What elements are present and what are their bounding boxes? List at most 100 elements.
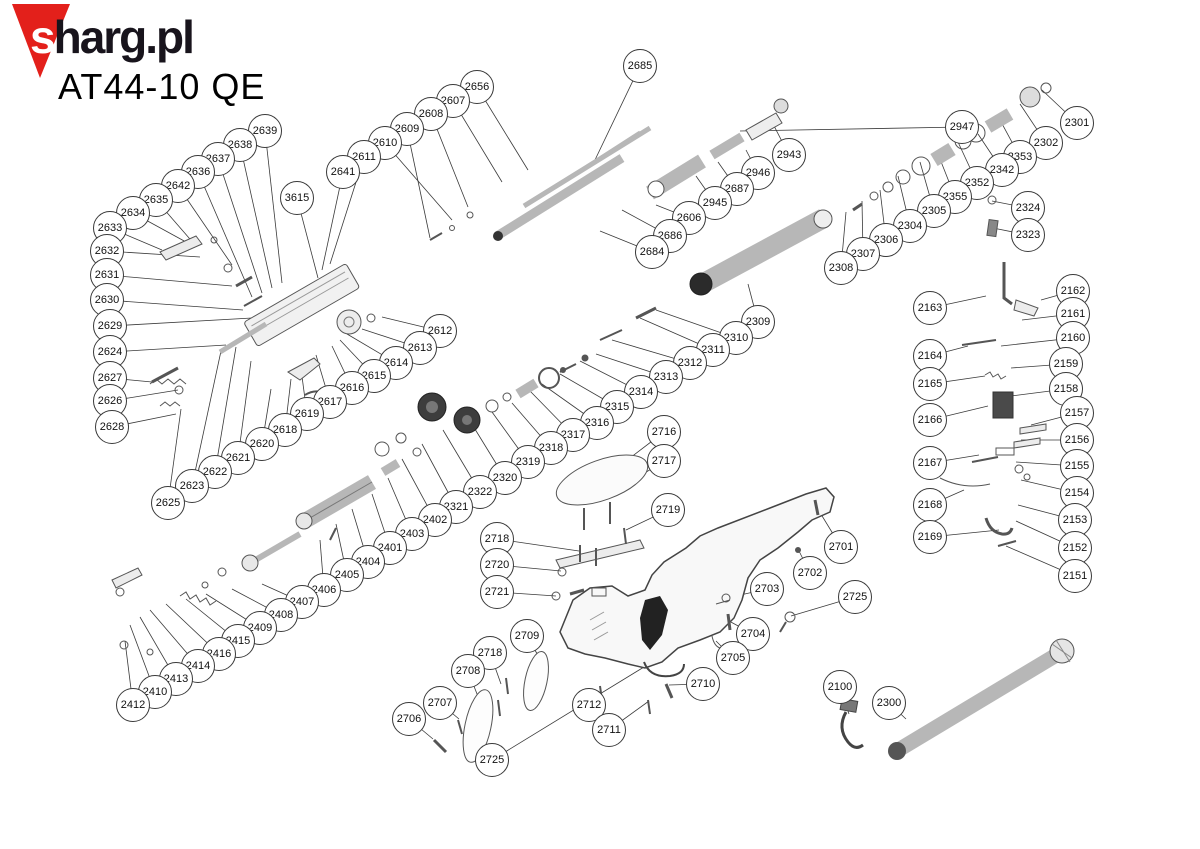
leader-line-2631: [106, 274, 233, 287]
leader-line-2706: [408, 718, 434, 740]
leader-line-2306: [879, 189, 887, 241]
leader-line-2302: [1019, 103, 1047, 144]
leader-line-2413: [139, 616, 177, 680]
leader-line-2165: [929, 375, 986, 385]
leader-line-2711: [608, 700, 650, 731]
leader-line-2622: [214, 346, 237, 473]
leader-line-2637: [217, 158, 263, 294]
leader-line-2946: [745, 149, 759, 174]
leader-line-2402: [401, 458, 436, 521]
leader-line-2305: [919, 161, 935, 212]
leader-line-2705: [715, 640, 734, 659]
brand-rest: harg.pl: [53, 11, 195, 63]
barrel-assembly-art: [429, 125, 652, 241]
leader-line-2414: [149, 609, 199, 667]
leader-line-2158: [1010, 388, 1067, 397]
leader-line-2319: [491, 411, 529, 463]
leader-line-2656: [476, 86, 529, 171]
brand-text: sharg.pl: [30, 2, 195, 72]
leader-line-2408: [231, 588, 282, 616]
leader-line-2618: [284, 378, 292, 431]
leader-line-2321: [421, 443, 457, 508]
leader-line-2718: [496, 538, 580, 552]
leader-line-2623: [191, 350, 222, 487]
leader-line-2157: [1030, 412, 1078, 426]
leader-line-2311: [639, 317, 714, 351]
leader-line-2155: [1015, 461, 1078, 467]
leader-line-2307: [861, 200, 864, 255]
leader-line-2301: [1041, 89, 1078, 124]
leader-line-2725: [491, 666, 645, 761]
leader-line-2315: [559, 373, 618, 408]
leader-line-2410: [129, 624, 156, 693]
leader-line-2318: [511, 402, 552, 449]
leader-line-2609: [406, 128, 431, 239]
leader-line-2162: [1040, 290, 1074, 301]
leader-line-2409: [205, 593, 261, 629]
leader-line-2308: [840, 211, 847, 269]
brand-letter-s: s: [30, 11, 56, 63]
leader-line-2630: [106, 299, 244, 311]
bolt-internals-art: [149, 306, 657, 407]
leader-line-2626: [109, 389, 179, 402]
leader-line-2403: [387, 477, 413, 535]
leader-line-2324: [991, 200, 1029, 209]
leader-line-2610: [384, 142, 453, 221]
leader-line-2633: [109, 227, 163, 251]
leader-line-2616: [331, 345, 353, 389]
leader-line-2406: [319, 539, 325, 591]
leader-line-2718: [489, 652, 502, 685]
leader-line-2608: [430, 113, 469, 208]
leader-line-2624: [109, 344, 227, 353]
spare-barrel-art: [888, 638, 1075, 760]
leader-line-2300: [888, 702, 907, 720]
model-title: AT44-10 QE: [58, 66, 266, 107]
leader-line-2721: [496, 591, 557, 597]
leader-line-2313: [595, 353, 667, 378]
leader-line-2712: [588, 690, 602, 706]
oring-cluster-art: [417, 367, 566, 434]
leader-line-2945: [695, 175, 716, 204]
leader-line-2642: [177, 185, 233, 266]
leader-line-2620: [261, 388, 272, 445]
trigger-group-art: [939, 262, 1047, 547]
stock-hardware-art: [551, 499, 820, 715]
leader-line-2686: [621, 209, 671, 237]
leader-line-2636: [197, 171, 253, 298]
leader-line-2317: [529, 390, 574, 436]
leader-line-2684: [599, 230, 653, 253]
leader-line-2151: [1005, 545, 1076, 577]
leader-line-2639: [264, 130, 283, 284]
leader-line-2316: [541, 383, 598, 424]
leader-line-2322: [442, 429, 481, 493]
leader-line-2707: [439, 702, 460, 720]
leader-line-2159: [1010, 363, 1067, 369]
leader-line-2312: [611, 339, 691, 364]
leader-line-2704: [728, 620, 754, 635]
leader-line-2407: [261, 583, 303, 603]
leader-line-2629: [109, 317, 253, 327]
leader-line-2164: [929, 345, 969, 357]
leader-line-2167: [929, 454, 980, 464]
leader-line-2168: [929, 489, 965, 506]
leader-line-2628: [111, 413, 177, 428]
leader-line-2153: [1017, 504, 1076, 521]
leader-line-2634: [132, 212, 187, 243]
leader-line-2612: [381, 316, 441, 332]
leader-line-2152: [1015, 520, 1076, 549]
leader-line-2627: [109, 377, 153, 383]
leader-line-2401: [371, 493, 391, 549]
leader-line-2613: [361, 328, 421, 349]
leader-line-2405: [335, 523, 348, 576]
leader-line-2632: [106, 250, 201, 258]
leader-line-2412: [124, 640, 134, 706]
leader-line-2621: [237, 360, 252, 459]
moderator-art: [646, 98, 789, 200]
leader-line-2638: [239, 144, 273, 289]
leader-line-2725: [790, 596, 856, 617]
leader-line-2166: [929, 405, 989, 421]
leader-line-2947: [739, 126, 963, 132]
leader-line-2154: [1020, 479, 1078, 494]
leader-line-2323: [992, 227, 1029, 236]
